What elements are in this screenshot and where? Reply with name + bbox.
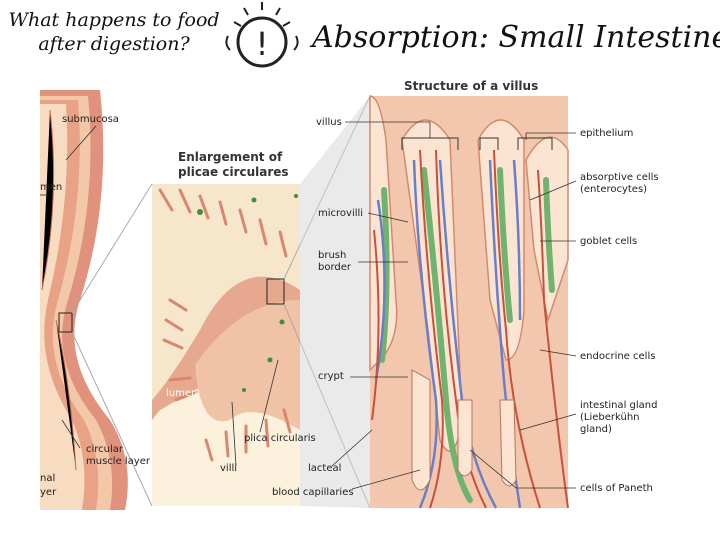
logo-glyph: !	[256, 25, 269, 63]
label-epithelium: epithelium	[580, 128, 634, 139]
label-plica-circularis: plica circularis	[244, 433, 316, 444]
plicae-inset	[152, 184, 300, 506]
label-goblet-cells: goblet cells	[580, 236, 638, 247]
label-brush-border-line-2: border	[318, 262, 352, 273]
label-absorptive-cells: absorptive cells (enterocytes)	[580, 172, 659, 196]
villus-panel	[369, 95, 569, 509]
label-longitudinal-line-1: nal	[40, 473, 56, 484]
label-submucosa: submucosa	[62, 114, 119, 125]
label-blood-capillaries: blood capillaries	[272, 487, 354, 498]
label-paneth-cells: cells of Paneth	[580, 483, 653, 494]
plicae-title-line-1: Enlargement of	[178, 150, 283, 164]
label-brush-border: brush border	[318, 250, 351, 274]
label-brush-border-line-1: brush	[318, 250, 347, 261]
label-longitudinal-line-2: yer	[40, 487, 57, 498]
page-title: Absorption: Small Intestine	[312, 20, 720, 55]
exclamation-icon: !	[225, 2, 299, 68]
label-intestinal-gland-line-3: gland)	[580, 424, 612, 435]
label-longitudinal-muscle: nal yer	[40, 472, 56, 500]
label-lumen-left: men	[40, 182, 63, 193]
label-circular-muscle: circular muscle layer	[86, 444, 150, 468]
label-intestinal-gland: intestinal gland (Lieberkühn gland)	[580, 400, 657, 436]
exclamation-logo: !	[222, 0, 302, 76]
label-circular-muscle-line-1: circular	[86, 444, 124, 455]
label-crypt: crypt	[318, 371, 344, 382]
intestine-wall-section	[40, 90, 128, 510]
label-lumen-inset: lumen	[166, 388, 198, 399]
label-villus: villus	[316, 117, 342, 128]
plicae-title: Enlargement of plicae circulares	[178, 150, 289, 180]
label-absorptive-cells-line-1: absorptive cells	[580, 172, 659, 183]
label-lacteal: lacteal	[308, 463, 342, 474]
question-line-2: after digestion?	[38, 33, 190, 55]
label-circular-muscle-line-2: muscle layer	[86, 456, 150, 467]
plicae-title-line-2: plicae circulares	[178, 165, 289, 179]
leader-lines	[40, 121, 577, 490]
label-endocrine-cells: endocrine cells	[580, 351, 656, 362]
question-line-1: What happens to food	[8, 9, 220, 31]
label-microvilli: microvilli	[318, 208, 364, 219]
label-intestinal-gland-line-2: (Lieberkühn	[580, 412, 640, 423]
villus-structure-title: Structure of a villus	[404, 79, 539, 93]
label-villi: villi	[220, 463, 238, 474]
label-absorptive-cells-line-2: (enterocytes)	[580, 184, 648, 195]
question-heading: What happens to food after digestion?	[8, 8, 220, 56]
label-intestinal-gland-line-1: intestinal gland	[580, 400, 658, 411]
